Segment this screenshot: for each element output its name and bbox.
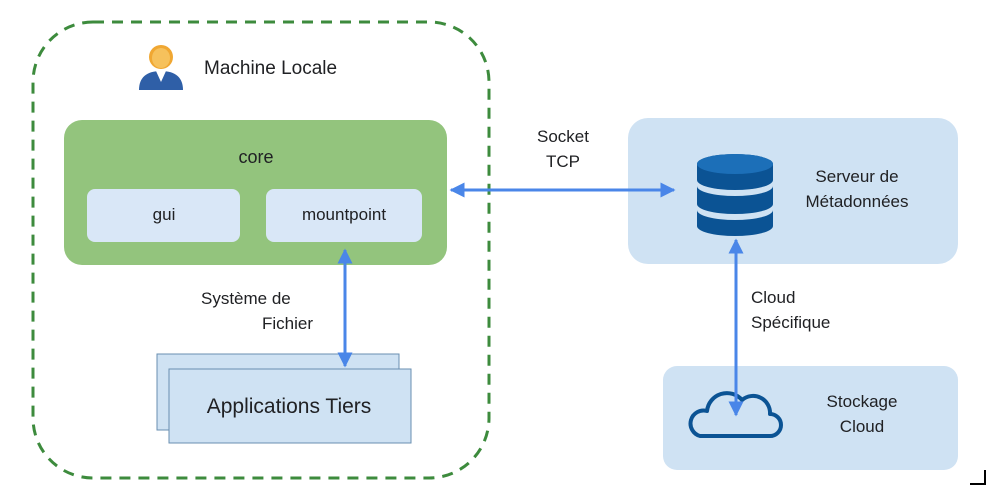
crop-mark [970, 483, 986, 485]
cloud-storage-label-line1: Stockage [826, 392, 898, 411]
third-party-apps-label: Applications Tiers [206, 395, 372, 418]
tcp-label-line2: TCP [546, 152, 580, 171]
cloud-storage-label-line2: Cloud [839, 417, 885, 436]
gui-module [87, 189, 240, 242]
cloud-storage-block [663, 366, 958, 470]
local-machine-frame [31, 20, 491, 480]
metadata-server-label-line2: Métadonnées [805, 192, 909, 211]
third-party-apps-front [168, 368, 412, 444]
mountpoint-module [266, 189, 422, 242]
user-icon [139, 45, 183, 90]
cloud-link-label-line2: Spécifique [751, 313, 831, 332]
local-machine-title: Machine Locale [204, 58, 338, 79]
database-icon [697, 154, 773, 236]
cloud-link-label-line1: Cloud [751, 288, 796, 307]
metadata-server-label-line1: Serveur de [815, 167, 899, 186]
gui-label: gui [152, 205, 176, 224]
filesystem-label-line1: Système de [201, 289, 291, 308]
mountpoint-label: mountpoint [301, 205, 387, 224]
tcp-label-line1: Socket [537, 127, 589, 146]
core-title: core [238, 147, 274, 167]
metadata-server-block [628, 118, 958, 264]
filesystem-label-line2: Fichier [262, 314, 314, 333]
crop-mark [984, 470, 986, 484]
